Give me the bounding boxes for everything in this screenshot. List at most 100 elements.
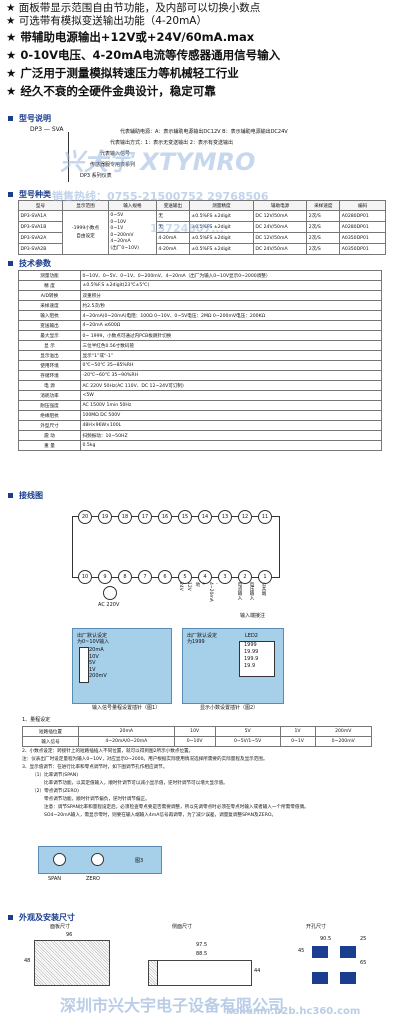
section-model-types: 型号种类 [8, 189, 51, 200]
cut-hole [312, 972, 328, 984]
note-line: （2）零点调节(ZERO) [32, 789, 79, 794]
range-cell: 0~1V [279, 736, 316, 747]
terminal: 15 [178, 510, 192, 524]
terminal: 7 [138, 570, 152, 584]
types-header: 采样速度 [306, 200, 341, 211]
types-cell: A0350DP01 [339, 232, 386, 244]
fig2-jumper: 1999 19.99 199.9 19.9 [239, 641, 275, 677]
front-panel-drawing [34, 940, 110, 986]
spec-key: 显示溢出 [18, 350, 81, 361]
spec-key: 电 源 [18, 380, 81, 391]
fig1-jumper [79, 647, 89, 683]
section-tech: 技术参数 [8, 258, 51, 269]
spec-key: 精 度 [18, 280, 81, 291]
terminal: 10 [78, 570, 92, 584]
spec-key: 重 量 [18, 440, 81, 451]
span-knob-icon [53, 853, 66, 866]
ac-label: AC 220V [98, 602, 120, 608]
terminal: 12 [238, 510, 252, 524]
fig1-opt: 20mA [89, 647, 104, 653]
terminal: 6 [158, 570, 172, 584]
input-label-current: 电流输入 [237, 582, 242, 600]
types-cell: DC 12V/50mA [252, 232, 308, 244]
spec-value: 显示“1”或“-1” [80, 350, 382, 361]
notes: 2、小数点设定：跨接针上的短路插插入不同位置，就可以得到图2所示小数点位置。 注… [22, 748, 392, 820]
spec-key: 最大显示 [18, 330, 81, 341]
fig1-caption: 输入信号量程设置插针（图1） [92, 705, 161, 711]
types-header: 型号 [17, 200, 64, 211]
terminal: 11 [258, 510, 272, 524]
spec-value: 100MΩ DC 500V [80, 410, 382, 421]
model-line-5: DP3 系列仪表 [80, 173, 112, 179]
terminal: 3 [218, 570, 232, 584]
types-cell: A0350DP01 [339, 243, 386, 255]
fig2-led: LED2 [245, 633, 258, 639]
fig1-opt: 5V [89, 660, 96, 666]
spec-key: 震 动 [18, 430, 81, 441]
model-code-diagram: DP3 — SVA 代表辅助电源：A：表示辅助电源输出DC12V B：表示辅助电… [30, 126, 370, 184]
spec-value: 48H×96W×100L [80, 420, 382, 431]
types-cell: DP3-SVA1B [17, 221, 64, 233]
cut-height: 45 [298, 948, 305, 954]
types-cell: DP3-SVA2A [17, 232, 64, 244]
spec-key: 测量功能 [18, 270, 81, 281]
fig2-caption: 显示小数设置插针（图2） [200, 705, 259, 711]
input-label-voltage: 电压输入 [249, 582, 254, 600]
range-row-label: 输入信号 [21, 736, 80, 747]
side-total: 97.5 [196, 942, 208, 948]
note-line: （1）比率调节(SPAN) [32, 773, 79, 778]
spec-value: 0℃~50℃ 35~85%RH [80, 360, 382, 371]
note-line: 比率调节功能，以其定值输入，顺时针调节可以减小显示值，逆时针调节可以增大显示值。 [44, 781, 228, 786]
cut-hole [340, 946, 356, 958]
types-cell: ±0.5%FS ±2digit [188, 210, 254, 222]
types-cell: ±0.5%FS ±2digit [188, 221, 254, 233]
zero-label: ZERO [86, 876, 100, 882]
types-cell: DC 12V/50mA [252, 210, 308, 222]
spec-key: 变送输出 [18, 320, 81, 331]
types-cell: 无 [155, 221, 190, 233]
volt-label-minus: - [216, 582, 218, 587]
types-cell: 2次/S [306, 210, 341, 222]
spec-value: 扫频振动：10~50HZ [80, 430, 382, 441]
range-cell: 0~5V/1~5V [214, 736, 281, 747]
model-line-1: 代表辅助电源：A：表示辅助电源输出DC12V B：表示辅助电源输出DC24V [120, 129, 288, 135]
cut-hole [340, 972, 356, 984]
model-line-3: 代表输入信号 [100, 151, 131, 157]
types-cell: 4-20mA [155, 243, 190, 255]
cut-width: 90.5 [320, 936, 332, 942]
fig2-board: 出厂默认设定 为1999 LED2 1999 19.99 199.9 19.9 [182, 628, 284, 704]
note-line: 2、小数点设定：跨接针上的短路插插入不同位置，就可以得到图2所示小数点位置。 [22, 749, 194, 754]
range-title: 1、量程设定 [22, 717, 51, 723]
model-line-2: 代表输出方式：1：表示无变送输出 2：表示有变送输出 [110, 140, 233, 146]
terminal: 18 [118, 510, 132, 524]
types-cell: 2次/S [306, 221, 341, 233]
adjust-panel: 图3 [38, 846, 162, 874]
volt-label-gnd: 地 [195, 582, 200, 587]
spec-key: 使用环境 [18, 360, 81, 371]
spec-value: 4~20mA(0~20mA)电阻：100Ω 0~10V、0~5V电压：2MΩ 0… [80, 310, 382, 321]
terminal: 14 [198, 510, 212, 524]
fig2-val: 199.9 [244, 656, 259, 662]
side-drawing [148, 960, 252, 986]
range-cell: 4~20mA/0~20mA [78, 736, 175, 747]
model-line-4: 传感器服专用表系列 [90, 162, 136, 168]
feature-3: ★ 带辅助电源输出+12V或+24V/60mA.max [6, 30, 255, 44]
range-cell: 10V [173, 726, 216, 737]
range-table: 短路插位置 20mA 10V 5V 1V 200mV 输入信号 4~20mA/0… [21, 726, 373, 747]
spec-key: 存储环境 [18, 370, 81, 381]
types-header: 变送输出 [155, 200, 190, 211]
feature-4: ★ 0-10V电压、4-20mA电流等传感器通用信号输入 [6, 48, 281, 62]
input-note: 输入端接注 [240, 613, 266, 619]
spec-value: -20℃~60℃ 35~90%RH [80, 370, 382, 381]
front-height: 48 [24, 958, 31, 964]
section-wiring: 接线图 [8, 490, 43, 501]
input-label-common: 公共端 [261, 582, 266, 596]
types-cell: A0280DP01 [339, 210, 386, 222]
types-header: 辅助电源 [252, 200, 308, 211]
spec-key: 绝缘阻抗 [18, 410, 81, 421]
spec-value: 双重积分 [80, 290, 382, 301]
front-title: 面板尺寸 [50, 924, 71, 930]
types-cell: 2次/S [306, 243, 341, 255]
spec-value: 4~20mA ≤600Ω [80, 320, 382, 331]
watermark-footer: 深圳市兴大宇电子设备有限公司 [60, 996, 285, 1015]
